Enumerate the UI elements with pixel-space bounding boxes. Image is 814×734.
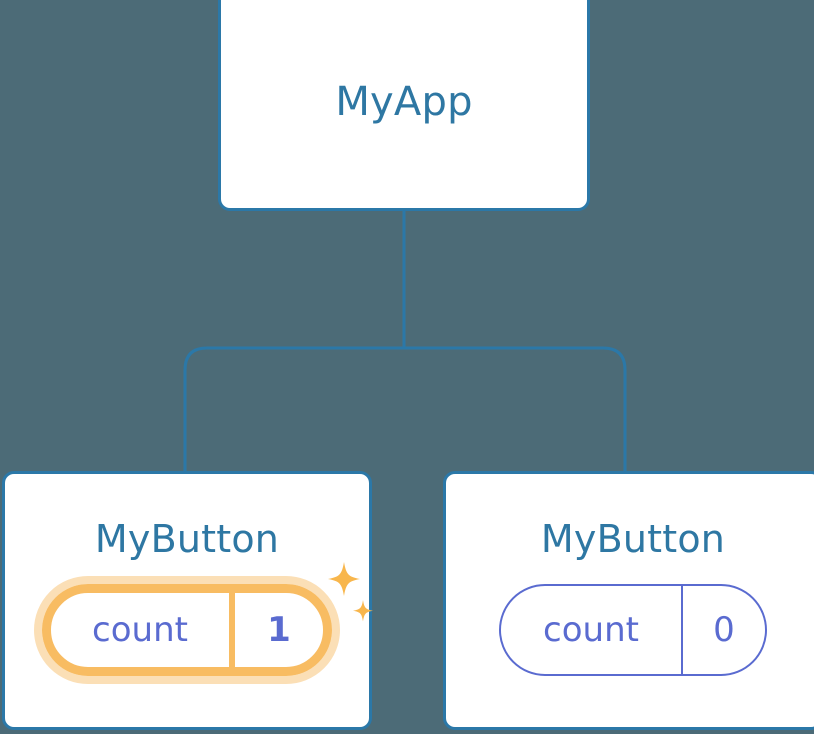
node-mybutton-right[interactable]: MyButton count 0 [443, 471, 814, 730]
state-pill-left[interactable]: count 1 [42, 584, 332, 676]
state-value-left: 1 [267, 610, 291, 650]
state-key-label-right: count [501, 586, 683, 674]
node-mybutton-left-title: MyButton [94, 517, 280, 561]
node-mybutton-right-title: MyButton [540, 517, 726, 561]
state-key-label-left: count [51, 593, 235, 667]
state-pill-right[interactable]: count 0 [499, 584, 767, 676]
edge-to-right-child [404, 346, 627, 474]
state-pill-wrapper-left: count 1 [34, 562, 373, 684]
state-value-right: 0 [713, 610, 735, 650]
node-myapp-title: MyApp [335, 78, 473, 125]
node-myapp[interactable]: MyApp [218, 0, 590, 211]
edge-to-left-child [183, 346, 404, 474]
state-pill-wrapper-right: count 0 [499, 584, 767, 676]
node-mybutton-left[interactable]: MyButton count 1 [2, 471, 373, 730]
